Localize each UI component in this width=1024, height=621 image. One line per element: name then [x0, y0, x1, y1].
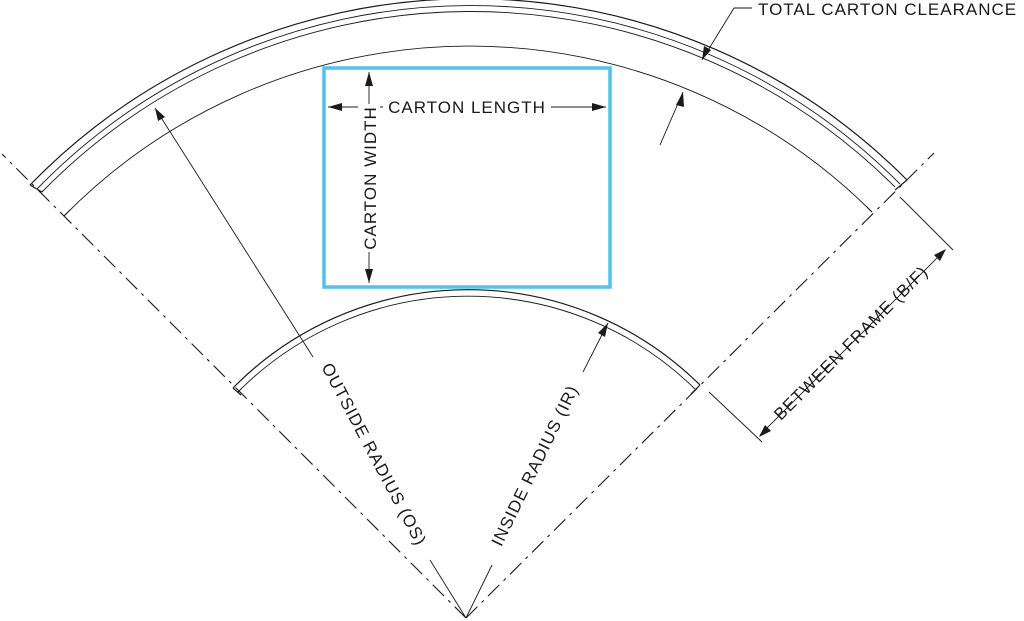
- carton-width-bottom-arrow: [365, 269, 373, 283]
- total-clearance-callout: TOTAL CARTON CLEARANCE: [659, 0, 1017, 146]
- inside-radius-arrow: [598, 323, 608, 337]
- outside-radius-arrow: [155, 108, 165, 121]
- carton-length-label: CARTON LENGTH: [388, 98, 546, 117]
- outer-frame-arc-1: [29, 0, 908, 186]
- inside-radius-dimension: INSIDE RADIUS (IR): [465, 322, 609, 619]
- outside-radius-lower-line: [429, 559, 467, 619]
- total-clearance-label: TOTAL CARTON CLEARANCE: [758, 0, 1017, 19]
- inner-frame-right-end: [690, 384, 701, 395]
- outer-frame-left-end: [29, 184, 43, 193]
- clearance-arc-right-end: [865, 205, 873, 213]
- between-frame-ext-bottom: [708, 391, 763, 443]
- carton-length-left-arrow: [328, 103, 342, 111]
- inside-radius-label: INSIDE RADIUS (IR): [488, 382, 583, 549]
- inner-frame: [232, 289, 701, 396]
- clearance-inner-arrow: [676, 92, 684, 107]
- outside-radius-label: OUTSIDE RADIUS (OS): [318, 360, 431, 549]
- between-frame-top-arrow: [934, 249, 946, 261]
- inner-frame-arc-2: [237, 295, 696, 393]
- outer-frame: [29, 0, 908, 193]
- carton-width-dimension: CARTON WIDTH: [358, 72, 380, 283]
- centerlines: [1, 152, 935, 619]
- inner-frame-arc-1: [232, 289, 701, 389]
- left-centerline: [1, 153, 467, 619]
- carton-width-top-arrow: [365, 72, 373, 86]
- right-centerline: [465, 152, 935, 619]
- carton-length-right-arrow: [592, 103, 606, 111]
- outer-frame-arc-2: [36, 5, 901, 190]
- carton-length-dimension: CARTON LENGTH: [328, 96, 606, 118]
- outside-radius-line: [154, 107, 314, 358]
- clearance-arc-left-end: [63, 209, 71, 217]
- between-frame-label: BETWEEN FRAME (B/F): [770, 262, 932, 424]
- inside-radius-lower-line: [465, 564, 493, 619]
- carton-outline: [322, 66, 612, 289]
- between-frame-dimension: BETWEEN FRAME (B/F): [708, 196, 954, 443]
- total-clearance-leader: [701, 7, 752, 61]
- between-frame-dim-line: [759, 251, 944, 436]
- between-frame-ext-top: [899, 196, 954, 251]
- inner-frame-left-end: [232, 387, 242, 396]
- outer-frame-right-end: [894, 179, 908, 191]
- total-clearance-arrow: [702, 46, 711, 60]
- outside-radius-dimension: OUTSIDE RADIUS (OS): [154, 107, 467, 619]
- carton-width-label: CARTON WIDTH: [361, 106, 380, 250]
- outer-frame-arc-3: [41, 11, 896, 193]
- clearance-arc: [63, 45, 873, 217]
- between-frame-bottom-arrow: [759, 425, 771, 437]
